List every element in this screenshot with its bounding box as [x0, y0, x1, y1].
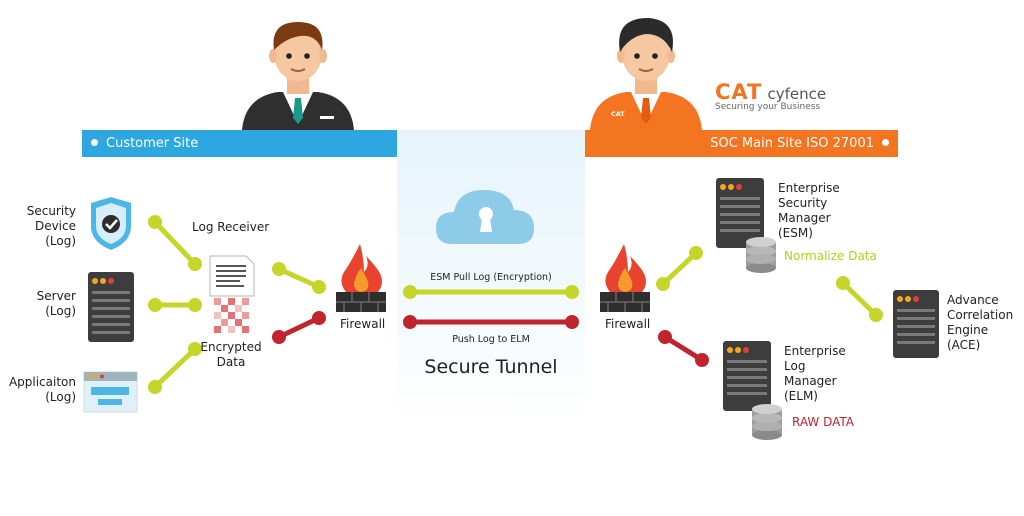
- brand-tagline: Securing your Business: [715, 102, 821, 112]
- shield-icon: [91, 197, 131, 250]
- encrypted-data-label: Encrypted Data: [196, 340, 266, 370]
- firewall-left-label: Firewall: [340, 317, 386, 331]
- label-line: (ELM): [784, 389, 818, 403]
- label-line: Manager: [778, 211, 831, 225]
- label-line: (Log): [45, 304, 76, 318]
- cloud-lock-icon: [436, 190, 534, 244]
- normalize-data-label: Normalize Data: [784, 249, 877, 263]
- green-links: [148, 215, 883, 394]
- document-icon: [209, 255, 255, 297]
- label-line: Encrypted: [200, 340, 262, 354]
- esm-server-icon: [716, 178, 764, 248]
- label-line: Log: [784, 359, 806, 373]
- label-line: Server: [36, 289, 76, 303]
- label-line: (Log): [45, 234, 76, 248]
- label-line: (ACE): [947, 338, 981, 352]
- label-line: (Log): [45, 390, 76, 404]
- brand-cyfence: cyfence: [767, 85, 827, 103]
- server-icon: [88, 272, 134, 342]
- secure-tunnel-title: Secure Tunnel: [424, 356, 558, 378]
- push-log-label: Push Log to ELM: [452, 334, 530, 345]
- soc-person-icon: [590, 18, 702, 130]
- label-line: (ESM): [778, 226, 813, 240]
- elm-server-icon: [723, 341, 771, 411]
- label-line: Manager: [784, 374, 837, 388]
- brand-cat: CAT: [715, 80, 763, 104]
- secure-tunnel-area: [397, 130, 585, 420]
- elm-label: Enterprise Log Manager (ELM): [784, 344, 846, 404]
- soc-site-title: SOC Main Site ISO 27001: [710, 136, 874, 151]
- cat-cyfence-logo: CAT cyfence Securing your Business: [715, 80, 835, 112]
- soc-site-banner: SOC Main Site ISO 27001: [585, 130, 898, 157]
- label-line: Security: [778, 196, 828, 210]
- label-line: Enterprise: [778, 181, 840, 195]
- esm-label: Enterprise Security Manager (ESM): [778, 181, 840, 241]
- red-links: [272, 311, 709, 367]
- label-line: Enterprise: [784, 344, 846, 358]
- bullet-dot-icon: [91, 139, 98, 146]
- server-label: Server (Log): [14, 289, 76, 319]
- label-line: Security: [26, 204, 76, 218]
- esm-database-icon: [746, 237, 776, 273]
- log-receiver-label: Log Receiver: [192, 220, 270, 234]
- customer-person-icon: [242, 22, 354, 130]
- ace-server-icon: [893, 290, 939, 358]
- firewall-left-icon: [336, 244, 386, 312]
- firewall-right-icon: [600, 244, 650, 312]
- security-device-label: Security Device (Log): [14, 204, 76, 249]
- elm-database-icon: [752, 404, 782, 440]
- encrypted-data-icon: [214, 298, 249, 333]
- application-label: Applicaiton (Log): [4, 375, 76, 405]
- bullet-dot-icon: [882, 139, 889, 146]
- label-line: Data: [216, 355, 246, 369]
- label-line: Device: [34, 219, 76, 233]
- firewall-right-label: Firewall: [605, 317, 651, 331]
- shirt-badge: CAT: [611, 110, 625, 118]
- raw-data-label: RAW DATA: [792, 415, 854, 429]
- label-line: Engine: [947, 323, 989, 337]
- esm-pull-log-label: ESM Pull Log (Encryption): [430, 272, 552, 283]
- label-line: Correlation: [947, 308, 1014, 322]
- ace-label: Advance Correlation Engine (ACE): [947, 293, 1013, 353]
- customer-site-title: Customer Site: [106, 136, 199, 151]
- customer-site-banner: Customer Site: [82, 130, 397, 157]
- application-window-icon: [83, 371, 138, 413]
- label-line: Advance: [947, 293, 999, 307]
- label-line: Applicaiton: [8, 375, 76, 389]
